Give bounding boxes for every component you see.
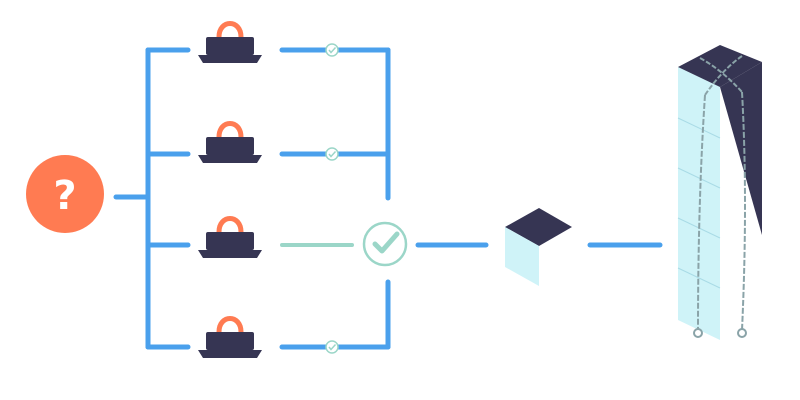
block-left-face bbox=[505, 227, 539, 286]
laptop-body bbox=[206, 137, 254, 155]
laptop-body bbox=[206, 37, 254, 55]
laptop-node-2 bbox=[198, 121, 262, 163]
question-circle bbox=[26, 155, 104, 233]
laptop-screen-arc bbox=[216, 21, 244, 38]
tower-block-dividers bbox=[677, 117, 721, 289]
laptop-body bbox=[206, 232, 254, 250]
laptop-icon bbox=[198, 121, 262, 163]
laptop-body bbox=[206, 332, 254, 350]
question-mark-icon: ? bbox=[26, 155, 104, 233]
consensus-check-icon bbox=[362, 221, 408, 267]
laptop-node-1 bbox=[198, 21, 262, 63]
chained-blockchain-icon bbox=[677, 45, 762, 340]
laptop-screen-arc bbox=[216, 216, 244, 233]
block-top bbox=[505, 208, 572, 246]
laptop-base bbox=[198, 55, 262, 63]
chain-icon bbox=[693, 55, 747, 338]
laptop-base bbox=[198, 155, 262, 163]
laptop-base bbox=[198, 350, 262, 358]
laptop-icon bbox=[198, 21, 262, 63]
block-cube-icon bbox=[505, 208, 572, 286]
laptop-icon bbox=[198, 316, 262, 358]
laptop-node-4 bbox=[198, 316, 262, 358]
branch-connector-left bbox=[113, 47, 191, 350]
small-check-icon bbox=[325, 340, 339, 354]
laptop-screen-arc bbox=[216, 121, 244, 138]
question-mark-symbol: ? bbox=[53, 173, 76, 219]
laptop-base bbox=[198, 250, 262, 258]
laptop-screen-arc bbox=[216, 316, 244, 333]
small-check-icon bbox=[325, 43, 339, 57]
laptop-node-3 bbox=[198, 216, 262, 258]
tower-side-face bbox=[720, 62, 762, 235]
laptop-icon bbox=[198, 216, 262, 258]
branch-connector-right bbox=[279, 47, 391, 350]
small-check-icon bbox=[325, 147, 339, 161]
